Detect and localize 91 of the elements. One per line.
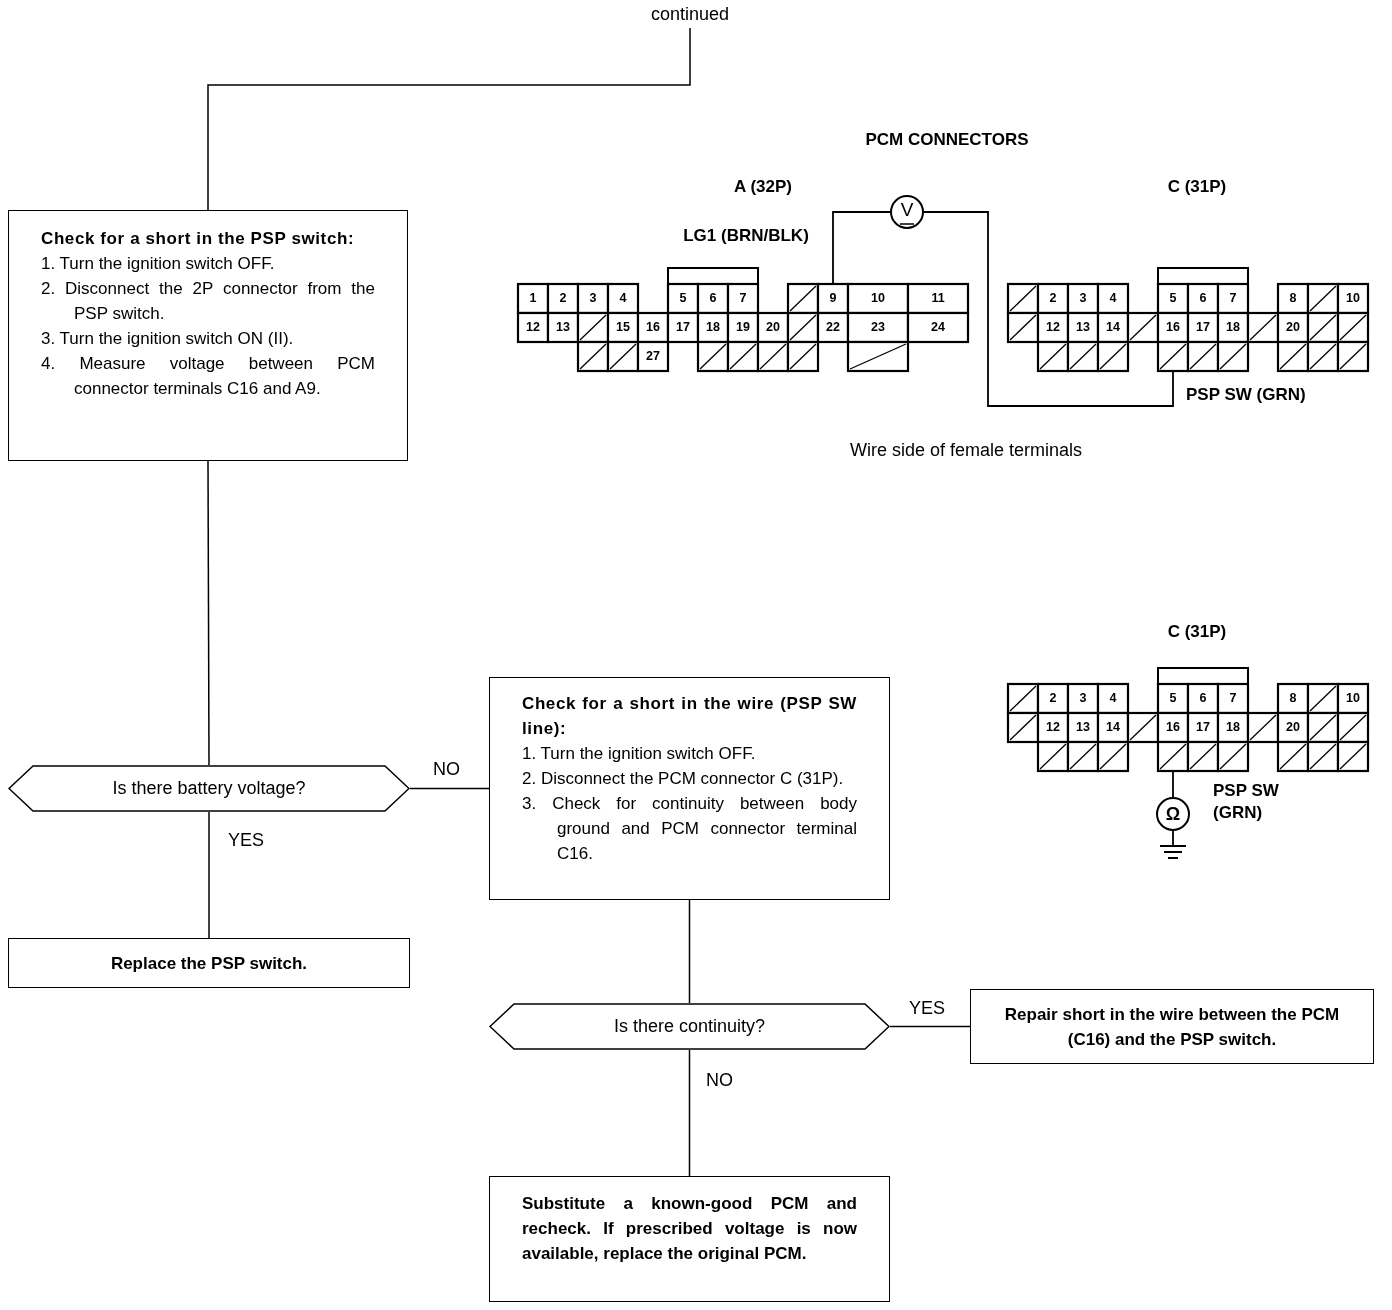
pin-number: 23: [870, 319, 886, 336]
pin-number: 13: [1075, 719, 1091, 736]
pin-number: 3: [588, 290, 598, 307]
pin-number: 19: [735, 319, 751, 336]
connector-line: [207, 27, 691, 211]
pin-number: 20: [1285, 719, 1301, 736]
step-text: 3. Turn the ignition switch ON (II).: [41, 328, 295, 350]
connector-label: A (32P): [734, 176, 792, 198]
connector-line: [409, 787, 490, 790]
pin-number: 3: [1078, 290, 1088, 307]
pin-number: 7: [1228, 290, 1238, 307]
pin-number: 16: [645, 319, 661, 336]
pin-number: 18: [1225, 319, 1241, 336]
step-text: 1. Turn the ignition switch OFF.: [41, 253, 276, 275]
pin-number: 7: [738, 290, 748, 307]
step-text: 3. Check for continuity between body ground and PCM connector terminal C16.: [522, 793, 857, 865]
pin-number: 12: [525, 319, 541, 336]
pin-number: 11: [930, 290, 946, 307]
connector-label: C (31P): [1167, 176, 1227, 198]
action-box: [489, 1176, 890, 1302]
pin-number: 4: [1108, 690, 1118, 707]
pin-number: 6: [1198, 690, 1208, 707]
action-text: Repair short in the wire between the PCM (C16) and the PSP switch.: [1003, 1004, 1341, 1051]
meter-symbol: V: [900, 199, 914, 221]
pin-number: 8: [1288, 290, 1298, 307]
action-box: [8, 938, 410, 988]
pin-number: 10: [1345, 290, 1361, 307]
decision-hexagon: [489, 1003, 890, 1050]
connector-line: [207, 460, 210, 766]
pin-number: 12: [1045, 719, 1061, 736]
decision-text: Is there battery voltage?: [111, 777, 307, 800]
pin-number: 12: [1045, 319, 1061, 336]
connector-line: [688, 899, 691, 1004]
wire-label: PSP SW (GRN): [1213, 780, 1280, 824]
decision-text: Is there continuity?: [612, 1015, 767, 1038]
pin-number: 24: [930, 319, 946, 336]
step-heading: Check for a short in the PSP switch:: [41, 228, 356, 250]
pin-number: 7: [1228, 690, 1238, 707]
action-text: Substitute a known-good PCM and recheck. If prescribed voltage is now available, replace the original PCM.: [522, 1193, 857, 1265]
pin-number: 17: [1195, 319, 1211, 336]
section-heading: PCM CONNECTORS: [865, 129, 1029, 151]
pin-number: 20: [765, 319, 781, 336]
connector-label: C (31P): [1167, 621, 1227, 643]
pin-number: 27: [645, 348, 661, 365]
connector-line: [889, 1025, 971, 1028]
connector-line: [688, 1049, 691, 1177]
step-text: 2. Disconnect the 2P connector from the PSP switch.: [41, 278, 375, 325]
pin-number: 14: [1105, 319, 1121, 336]
pin-number: 13: [1075, 319, 1091, 336]
process-box: [8, 210, 408, 461]
decision-hexagon: [8, 765, 410, 812]
view-note: Wire side of female terminals: [849, 439, 1083, 461]
process-box: [489, 677, 890, 900]
pin-number: 2: [1048, 290, 1058, 307]
pin-number: 16: [1165, 719, 1181, 736]
pin-number: 2: [558, 290, 568, 307]
pin-number: 18: [705, 319, 721, 336]
pin-number: 8: [1288, 690, 1298, 707]
step-heading: Check for a short in the wire (PSP SW line):: [522, 693, 857, 740]
wire-label: LG1 (BRN/BLK): [683, 225, 809, 247]
meter-symbol: Ω: [1165, 803, 1181, 825]
pin-number: 17: [675, 319, 691, 336]
step-text: 1. Turn the ignition switch OFF.: [522, 743, 757, 765]
pin-number: 6: [1198, 290, 1208, 307]
action-box: [970, 989, 1374, 1064]
pin-number: 17: [1195, 719, 1211, 736]
pin-number: 16: [1165, 319, 1181, 336]
pin-number: 18: [1225, 719, 1241, 736]
pin-number: 4: [1108, 290, 1118, 307]
pin-number: 14: [1105, 719, 1121, 736]
pin-number: 2: [1048, 690, 1058, 707]
pin-number: 3: [1078, 690, 1088, 707]
continuation-note: continued: [630, 2, 750, 28]
step-text: 4. Measure voltage between PCM connector terminals C16 and A9.: [41, 353, 375, 400]
pin-number: 13: [555, 319, 571, 336]
connector-line: [208, 811, 210, 939]
pin-number: 15: [615, 319, 631, 336]
pin-number: 9: [828, 290, 838, 307]
pin-number: 22: [825, 319, 841, 336]
pin-number: 10: [1345, 690, 1361, 707]
pin-number: 1: [528, 290, 538, 307]
wire-label: PSP SW (GRN): [1186, 384, 1306, 406]
pin-number: 5: [1168, 290, 1178, 307]
pin-number: 10: [870, 290, 886, 307]
pin-number: 4: [618, 290, 628, 307]
pin-number: 5: [678, 290, 688, 307]
pin-number: 20: [1285, 319, 1301, 336]
action-text: Replace the PSP switch.: [109, 953, 309, 975]
pin-number: 5: [1168, 690, 1178, 707]
step-text: 2. Disconnect the PCM connector C (31P).: [522, 768, 845, 790]
pin-number: 6: [708, 290, 718, 307]
